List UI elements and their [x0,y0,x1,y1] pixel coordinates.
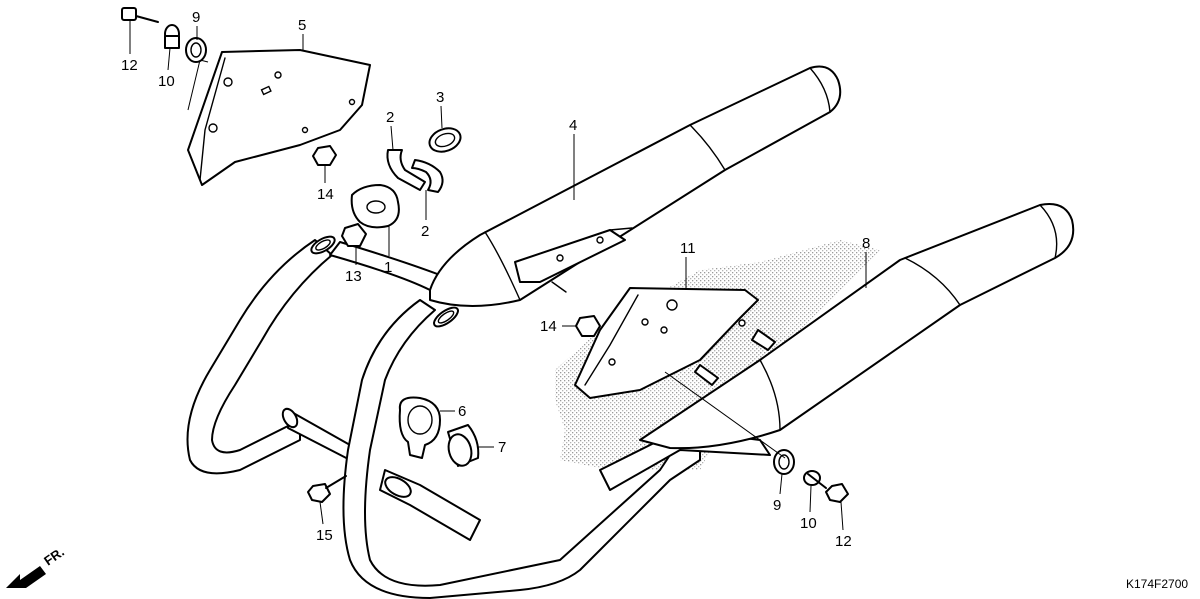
callout-12-upper: 12 [121,57,138,74]
callout-12-lower: 12 [835,533,852,550]
ring-gasket [428,127,462,153]
grommet-9-upper [185,37,207,63]
callout-1: 1 [384,259,392,276]
heat-guard-upper [187,49,371,186]
callout-10-lower: 10 [800,515,817,532]
callout-4: 4 [569,117,577,134]
nut-13 [341,223,367,247]
muffler-upper [429,65,842,307]
bolt-12-lower [807,473,849,503]
collar-10-upper [164,24,180,49]
callout-3: 3 [436,89,444,106]
nut-14-lower [575,315,601,337]
callout-10-upper: 10 [158,73,175,90]
callout-8: 8 [862,235,870,252]
exhaust-pipe [186,235,771,599]
callout-7: 7 [498,439,506,456]
muffler-lower [639,203,1075,450]
callout-2-upper: 2 [386,109,394,126]
front-label: FR. [41,544,67,568]
callout-13: 13 [345,268,362,285]
collar-half-upper [386,149,426,191]
heat-guard-lower [574,287,776,399]
callout-14-lower: 14 [540,318,557,335]
exhaust-band [398,396,441,459]
assembly-line [664,371,786,459]
exhaust-gasket [350,184,400,229]
callout-15: 15 [316,527,333,544]
callout-5: 5 [298,17,306,34]
callout-6: 6 [458,403,466,420]
callouts: 9 12 10 5 14 2 3 2 1 13 4 11 8 14 6 7 9 … [121,9,870,550]
front-arrow-icon [6,566,46,588]
rubber-mount [447,424,480,467]
grommet-9-lower [773,449,795,475]
nut-14-upper [312,145,337,166]
collar-half-lower [411,159,444,193]
callout-9-lower: 9 [773,497,781,514]
front-direction-indicator: FR. [6,544,67,588]
callout-11: 11 [680,240,696,257]
callout-2-lower: 2 [421,223,429,240]
diagram-code: K174F2700 [1126,577,1188,591]
callout-14-upper: 14 [317,186,334,203]
bolt-15 [307,475,347,503]
callout-9-upper: 9 [192,9,200,26]
bolt-12-upper [121,7,159,23]
